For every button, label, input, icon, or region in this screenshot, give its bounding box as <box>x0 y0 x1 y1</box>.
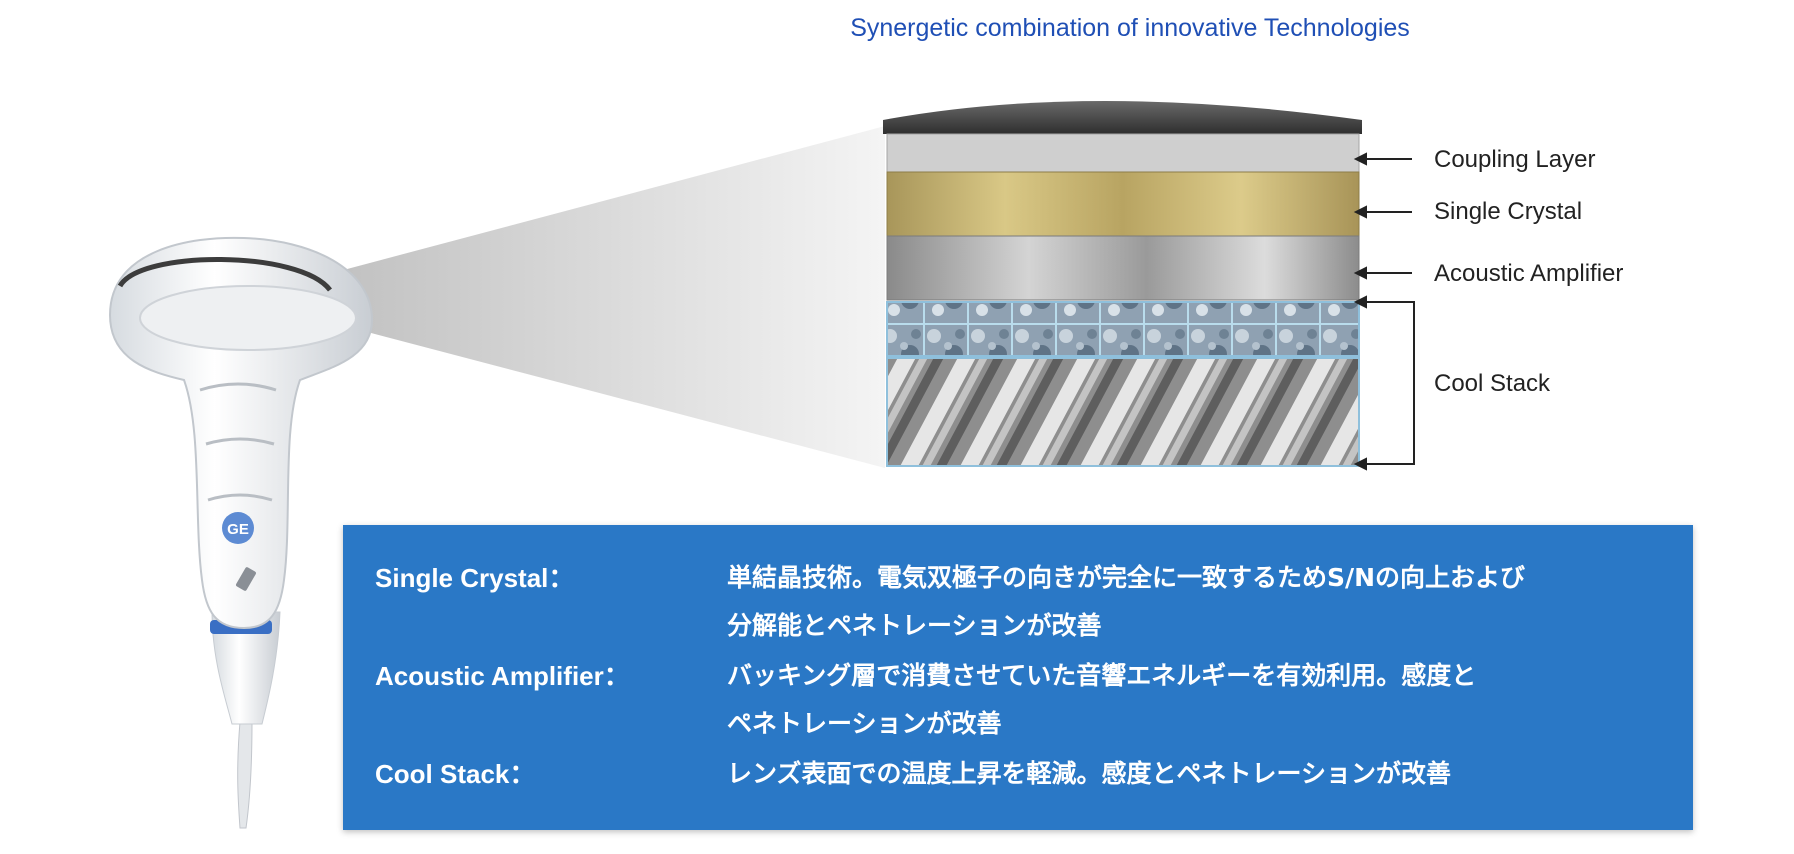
coupling-layer <box>886 133 1360 173</box>
single-crystal-layer <box>886 171 1360 237</box>
row-title-acoustic-amplifier: Acoustic Amplifier： <box>375 661 630 691</box>
label-cool-stack: Cool Stack <box>1434 370 1551 397</box>
cool-stack-base <box>886 357 1360 467</box>
row-desc-acoustic-amplifier-line2: ペネトレーションが改善 <box>727 709 1002 738</box>
ultrasound-probe: GE <box>108 236 374 829</box>
row-desc-acoustic-amplifier-line1: バッキング層で消費させていた音響エネルギーを有効利用。感度と <box>727 661 1477 690</box>
row-title-cool-stack: Cool Stack： <box>375 759 536 789</box>
ge-logo-icon <box>222 512 254 544</box>
row-title-single-crystal: Single Crystal： <box>375 563 575 593</box>
diagram-title: Synergetic combination of innovative Tec… <box>850 14 1410 42</box>
label-coupling-layer: Coupling Layer <box>1434 146 1596 173</box>
lens-cap <box>883 101 1362 134</box>
cool-stack-elements <box>886 301 1360 357</box>
zoom-beam <box>238 126 885 468</box>
label-acoustic-amplifier: Acoustic Amplifier <box>1434 260 1624 287</box>
row-desc-single-crystal-line1: 単結晶技術。電気双極子の向きが完全に一致するためS/Nの向上および <box>727 563 1526 592</box>
acoustic-amplifier-layer <box>886 235 1360 301</box>
layer-stack <box>883 101 1362 467</box>
bracket-cool-stack <box>1364 301 1415 465</box>
row-desc-cool-stack-line1: レンズ表面での温度上昇を軽減。感度とペネトレーションが改善 <box>727 759 1452 788</box>
row-desc-single-crystal-line2: 分解能とペネトレーションが改善 <box>727 611 1102 640</box>
description-panel: Single Crystal： 単結晶技術。電気双極子の向きが完全に一致するため… <box>343 525 1693 830</box>
label-single-crystal: Single Crystal <box>1434 198 1583 225</box>
ge-logo-text: GE <box>227 521 249 538</box>
